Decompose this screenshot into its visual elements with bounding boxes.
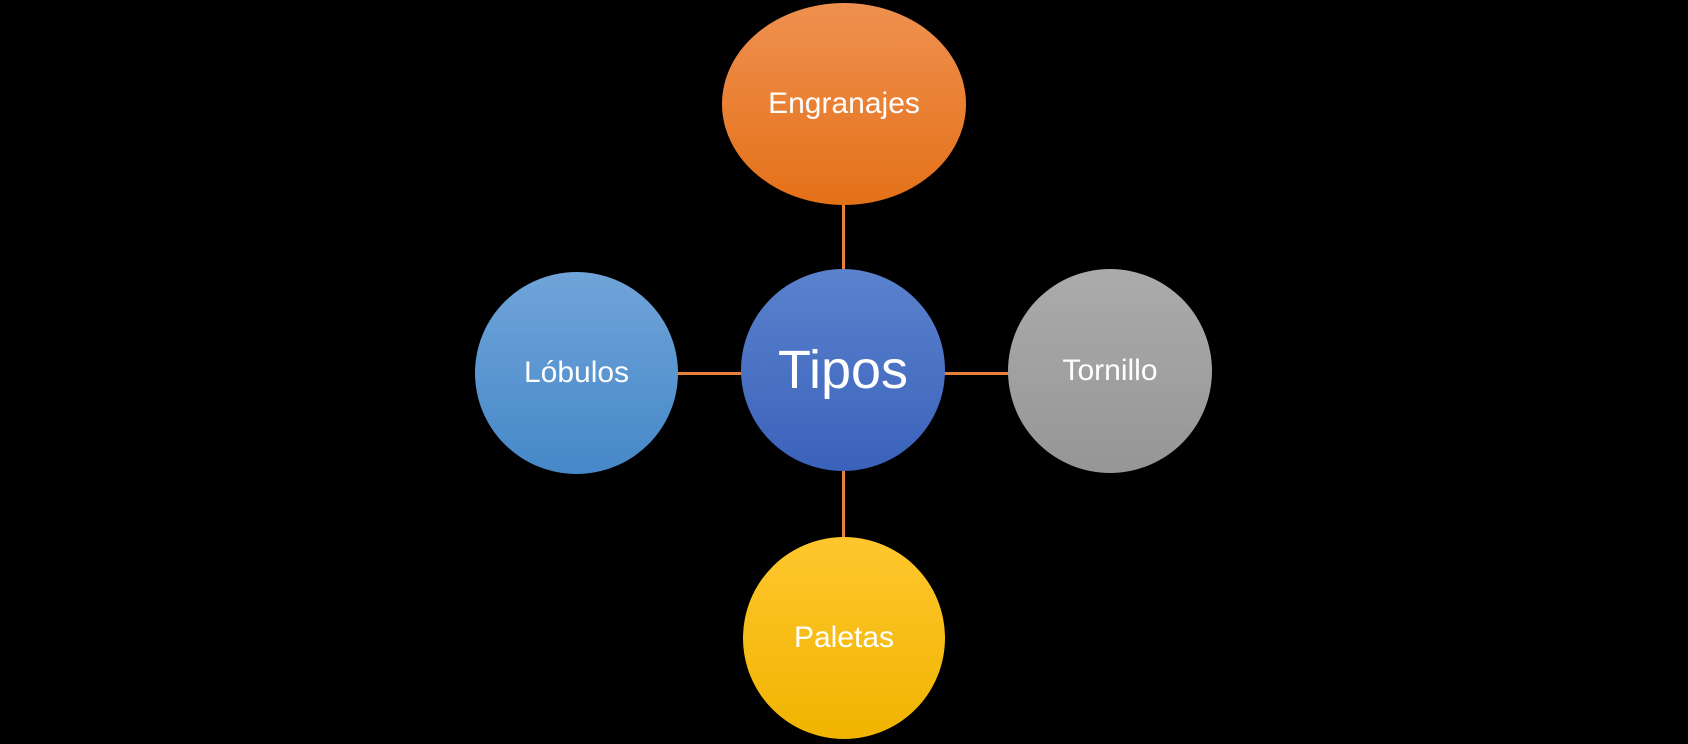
node-label-lobulos: Lóbulos [523, 356, 630, 389]
diagram-node-lobulos[interactable]: Lóbulos [475, 272, 678, 474]
node-label-engranajes: Engranajes [768, 87, 920, 120]
diagram-node-tornillo[interactable]: Tornillo [1008, 269, 1212, 473]
node-label-tornillo: Tornillo [1062, 354, 1158, 387]
connector-bottom [842, 466, 845, 542]
diagram-node-engranajes[interactable]: Engranajes [722, 3, 966, 205]
connector-top [842, 200, 845, 274]
connector-right [942, 372, 1012, 375]
connector-left [674, 372, 744, 375]
node-label-tipos: Tipos [777, 340, 909, 400]
node-label-paletas: Paletas [793, 621, 895, 654]
diagram-node-paletas[interactable]: Paletas [743, 537, 945, 739]
diagram-node-tipos-center[interactable]: Tipos [741, 269, 945, 471]
